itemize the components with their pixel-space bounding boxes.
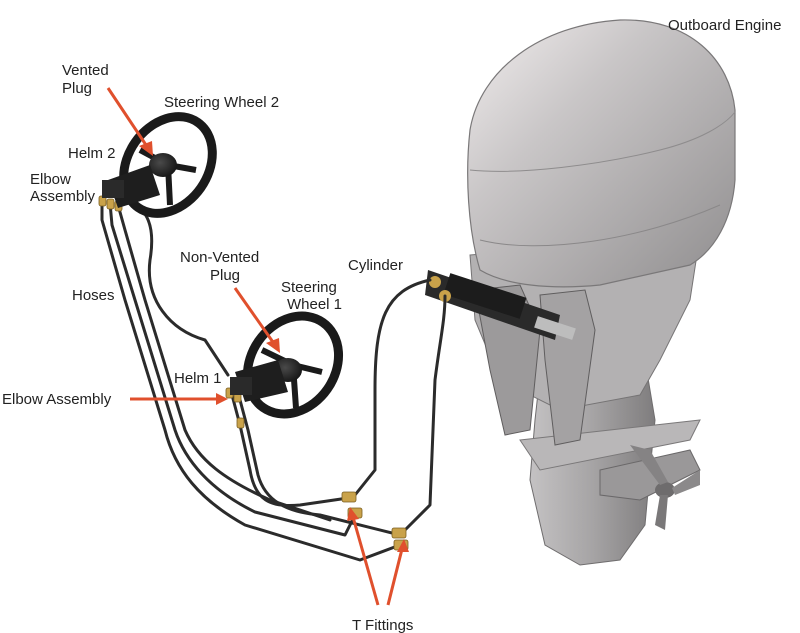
engine-cowling: [467, 19, 736, 288]
label-vented-plug-1: Vented: [62, 62, 109, 79]
label-elbow-assembly-top-2: Assembly: [30, 188, 96, 205]
callout-arrows: [106, 87, 409, 606]
label-outboard-engine: Outboard Engine: [668, 17, 781, 34]
engine-anti-ventilation-plate: [519, 419, 701, 471]
hose: [403, 294, 447, 532]
labels: Outboard Engine Vented Plug Steering Whe…: [2, 17, 781, 633]
t-fitting-arrow-left: [351, 516, 380, 606]
non-vented-plug-arrow: [233, 287, 277, 346]
hose: [353, 278, 432, 497]
t-fitting: [341, 491, 357, 503]
label-cylinder: Cylinder: [348, 257, 403, 274]
steering-wheel-1: [242, 311, 344, 419]
vented-plug-arrow: [106, 87, 150, 149]
propeller: [630, 445, 700, 530]
label-steering-wheel-2: Steering Wheel 2: [164, 94, 279, 111]
hose: [120, 198, 230, 377]
label-helm-1: Helm 1: [174, 370, 222, 387]
brass-fittings: [98, 195, 245, 429]
helm-2: [102, 165, 160, 208]
hose: [230, 393, 350, 508]
label-helm-2: Helm 2: [68, 145, 116, 162]
hose: [100, 198, 402, 562]
label-elbow-assembly-top-1: Elbow: [30, 171, 71, 188]
t-fitting: [391, 527, 407, 539]
outboard-engine: [467, 19, 736, 566]
hose: [108, 201, 357, 537]
label-t-fittings: T Fittings: [352, 617, 413, 633]
label-hoses: Hoses: [72, 287, 115, 304]
label-elbow-assembly-bottom: Elbow Assembly: [2, 391, 112, 408]
label-vented-plug-2: Plug: [62, 80, 92, 97]
t-fitting-arrow-right: [386, 548, 404, 606]
label-steering-wheel-1-1: Steering: [281, 279, 337, 296]
steering-wheel-2: [119, 112, 217, 218]
label-non-vented-plug-2: Plug: [210, 267, 240, 284]
hose: [238, 398, 402, 537]
label-non-vented-plug-1: Non-Vented: [180, 249, 259, 266]
label-steering-wheel-1-2: Wheel 1: [287, 296, 342, 313]
helm-1: [230, 360, 288, 402]
